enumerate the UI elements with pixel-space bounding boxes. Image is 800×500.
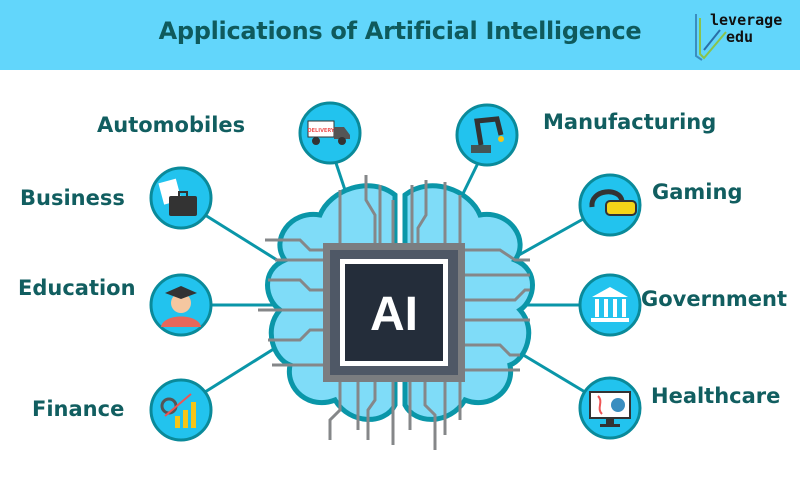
- label-education: Education: [18, 276, 136, 300]
- page-title: Applications of Artificial Intelligence: [158, 17, 642, 45]
- delivery-truck-icon: DELIVERY: [298, 101, 362, 165]
- header-banner: Applications of Artificial Intelligence …: [0, 0, 800, 70]
- label-finance: Finance: [32, 397, 125, 421]
- connector-healthcare: [514, 348, 586, 394]
- ai-applications-diagram: AI DELIVERY: [149, 101, 642, 450]
- label-business: Business: [20, 186, 125, 210]
- logo-text-line2: edu: [726, 28, 754, 46]
- briefcase-icon: [149, 166, 213, 230]
- ai-chip-label: AI: [370, 288, 418, 341]
- circuit-traces: [258, 175, 530, 450]
- delivery-text: DELIVERY: [307, 128, 334, 134]
- connector-gaming: [509, 216, 586, 262]
- label-government: Government: [641, 287, 788, 311]
- growth-chart-icon: [149, 378, 213, 442]
- connector-business: [204, 213, 286, 267]
- application-icons: DELIVERY: [149, 101, 642, 442]
- logo-mark-icon: [695, 14, 727, 61]
- medical-monitor-icon: [578, 376, 642, 440]
- robot-arm-icon: [455, 103, 519, 167]
- label-manufacturing: Manufacturing: [543, 110, 717, 134]
- logo-text-line1: leverage: [710, 11, 783, 29]
- connector-finance: [204, 343, 281, 394]
- vr-headset-icon: [578, 173, 642, 237]
- ai-chip: AI: [323, 243, 465, 382]
- label-healthcare: Healthcare: [651, 384, 781, 408]
- graduate-icon: [149, 273, 213, 337]
- connector-automobiles: [334, 162, 347, 191]
- label-gaming: Gaming: [652, 180, 743, 204]
- label-automobiles: Automobiles: [97, 113, 246, 137]
- government-building-icon: [578, 273, 642, 337]
- leverage-edu-logo: leverage edu: [690, 10, 790, 62]
